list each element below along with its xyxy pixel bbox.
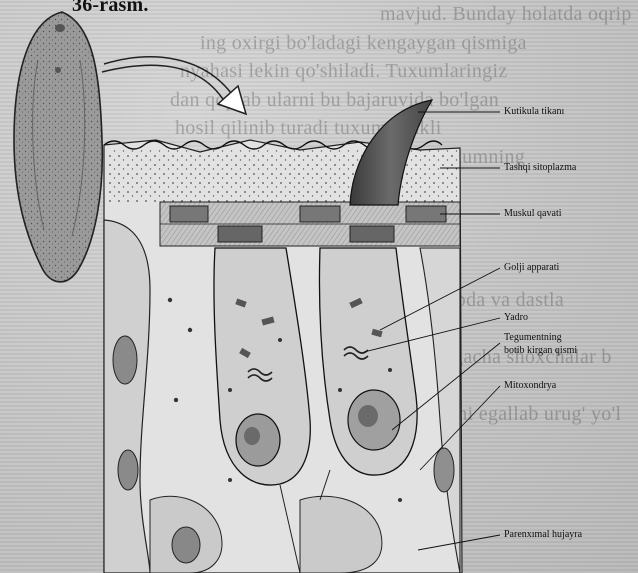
label-golgi: Golji apparati	[504, 262, 559, 273]
label-parenchyma: Parenxımal hujayra	[504, 529, 582, 540]
label-tegument-line1: Tegumentning	[504, 332, 562, 343]
left-parenchyma	[104, 220, 150, 573]
label-mitochondria: Mitoxondrya	[504, 380, 556, 391]
label-outer-cytoplasm: Tashqi sitoplazma	[504, 162, 576, 173]
pointer-arrow	[102, 57, 246, 114]
label-tegument-line2: botib kirgan qismi	[504, 345, 577, 356]
label-cuticle-spine: Kutikula tikanı	[504, 106, 564, 117]
label-muscle-layer: Muskul qavati	[504, 208, 562, 219]
label-nucleus: Yadro	[504, 312, 528, 323]
fluke-body	[14, 12, 102, 282]
